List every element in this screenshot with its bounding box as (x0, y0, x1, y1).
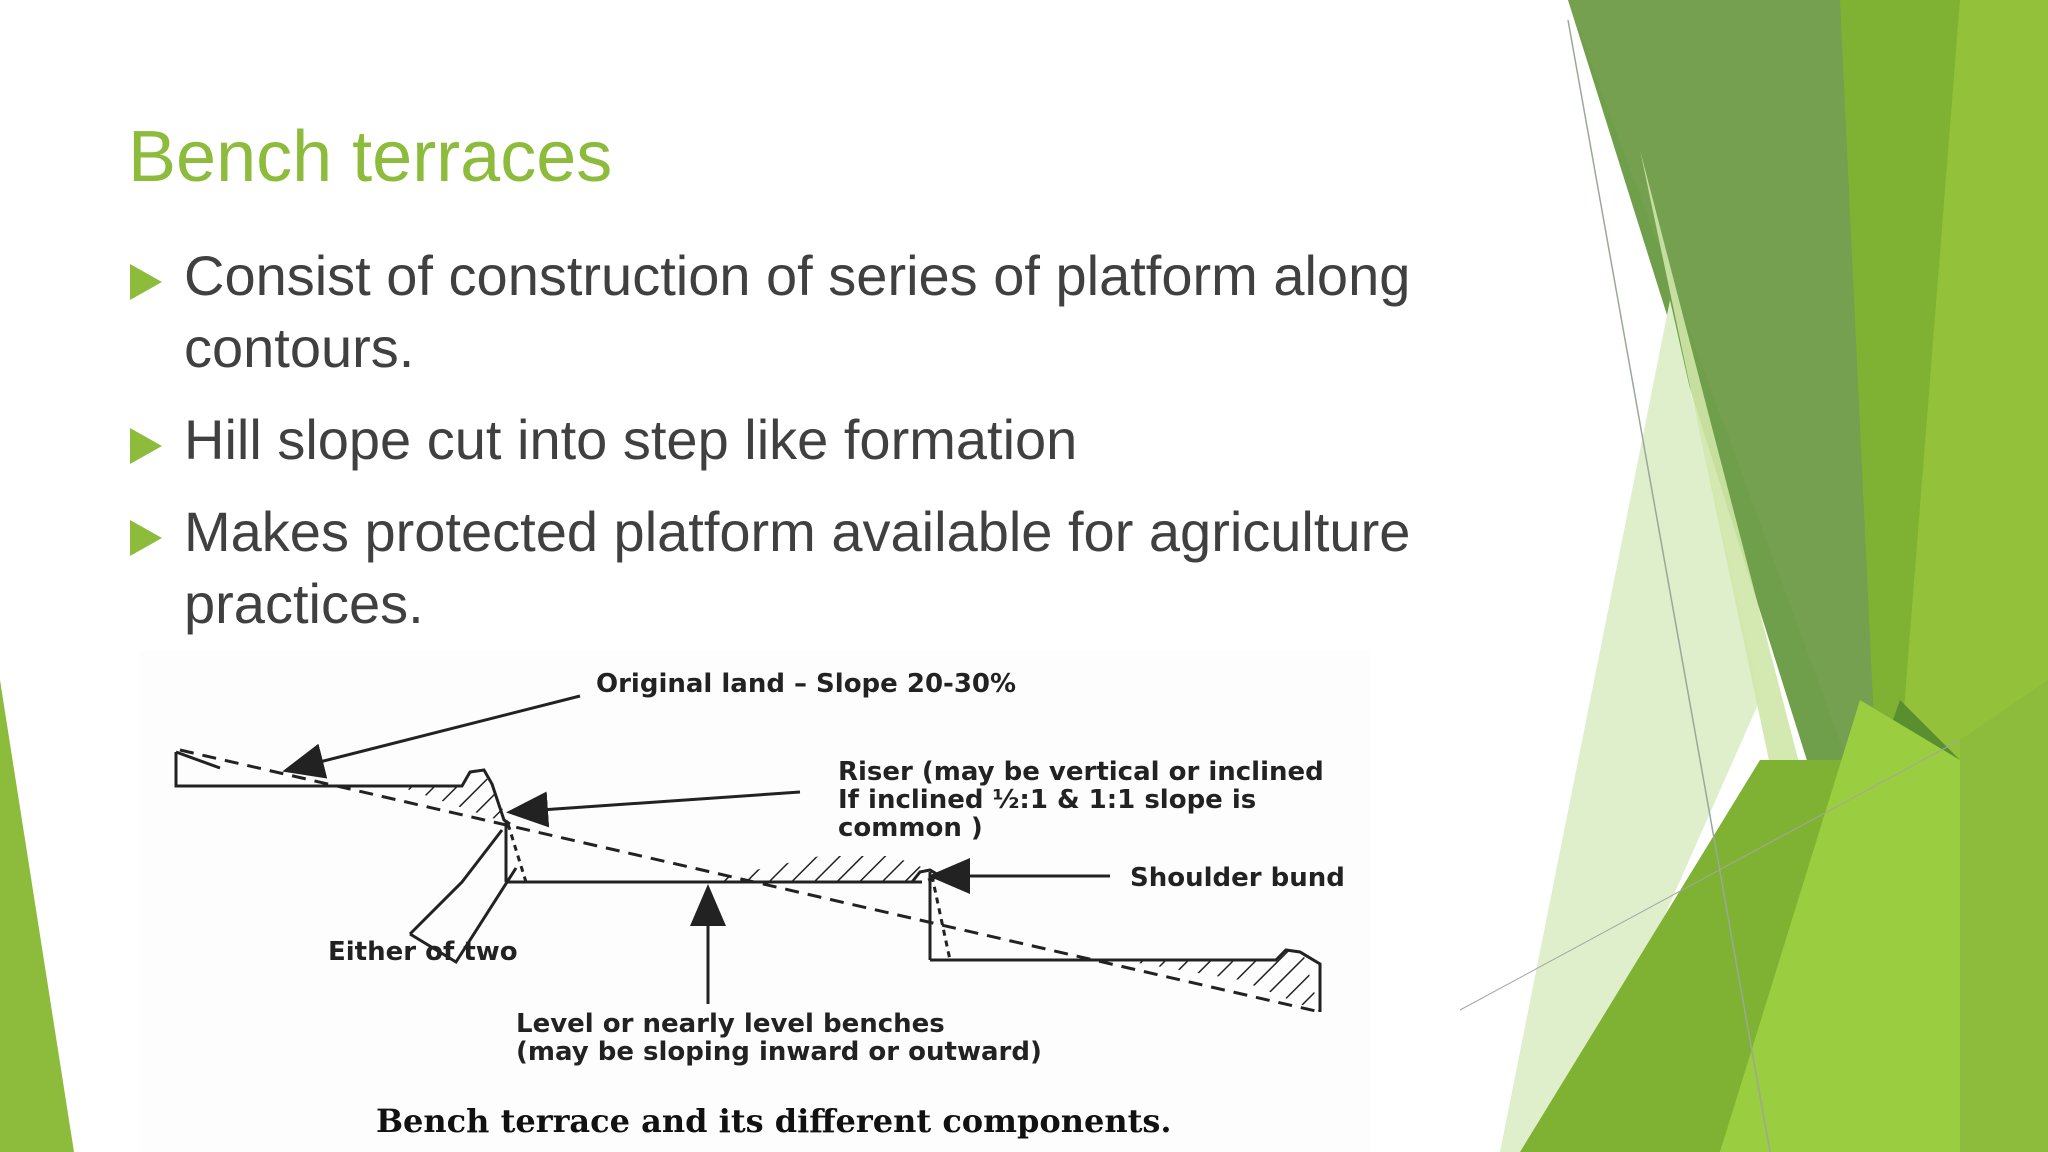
fill-zone-hatch (700, 856, 940, 882)
arrow-riser (506, 790, 801, 828)
bullet-list: Consist of construction of series of pla… (128, 240, 1528, 660)
label-level-line2: (may be sloping inward or outward) (516, 1037, 1042, 1067)
bench-3-outline (1260, 948, 1322, 1012)
terrace-start-outline (174, 752, 180, 788)
label-riser-line3: common ) (838, 813, 983, 843)
bench-1-outline (176, 768, 511, 826)
bullet-item: Makes protected platform available for a… (128, 496, 1528, 640)
bullet-text: Hill slope cut into step like formation (184, 408, 1078, 471)
label-level-line1: Level or nearly level benches (516, 1009, 945, 1039)
label-either-of-two: Either of two (328, 937, 518, 967)
arrow-either-of-two-b (409, 867, 518, 965)
label-shoulder-bund: Shoulder bund (1130, 863, 1345, 893)
riser-2-inclined (930, 875, 952, 961)
label-riser-line1: Riser (may be vertical or inclined (838, 757, 1324, 787)
fill-zone-hatch (280, 768, 510, 824)
fill-zone-hatch (1120, 950, 1320, 1012)
arrow-either-of-two (408, 829, 504, 936)
bullet-item: Consist of construction of series of pla… (128, 240, 1528, 384)
bench-terrace-diagram: Original land – Slope 20-30% Riser (may … (140, 650, 1370, 1152)
bullet-text: Makes protected platform available for a… (184, 500, 1411, 635)
label-original-land: Original land – Slope 20-30% (596, 669, 1016, 699)
bullet-text: Consist of construction of series of pla… (184, 244, 1411, 379)
triangle-bullet-icon (130, 264, 162, 300)
riser-1-inclined (506, 823, 528, 883)
label-riser-line2: If inclined ½:1 & 1:1 slope is (838, 785, 1256, 815)
triangle-bullet-icon (130, 428, 162, 464)
triangle-bullet-icon (130, 520, 162, 556)
bullet-item: Hill slope cut into step like formation (128, 404, 1528, 476)
diagram-caption: Bench terrace and its different componen… (376, 1102, 1172, 1140)
arrow-original-land (282, 694, 581, 779)
slide-title: Bench terraces (128, 117, 613, 197)
